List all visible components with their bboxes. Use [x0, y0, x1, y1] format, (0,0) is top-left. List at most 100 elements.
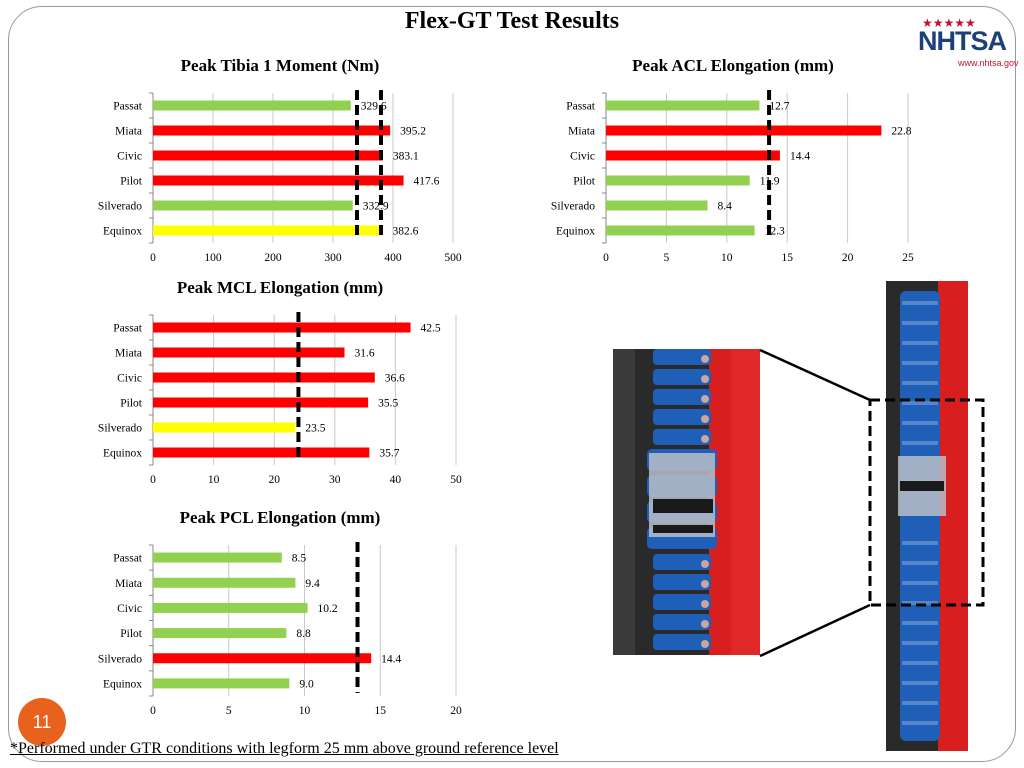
data-label: 42.5 — [421, 323, 441, 335]
slide-title: Flex-GT Test Results — [404, 8, 620, 34]
x-tick-label: 10 — [299, 705, 311, 717]
x-tick-label: 300 — [324, 252, 342, 264]
bar — [153, 422, 296, 433]
data-label: 35.5 — [378, 398, 398, 410]
data-label: 8.5 — [292, 553, 307, 565]
bar — [153, 225, 383, 236]
chart-title: Peak ACL Elongation (mm) — [632, 56, 834, 75]
data-label: 31.6 — [354, 348, 374, 360]
category-label: Passat — [566, 101, 596, 113]
chart-title: Peak MCL Elongation (mm) — [177, 278, 383, 297]
chart-title: Peak PCL Elongation (mm) — [180, 508, 381, 527]
data-label: 9.0 — [299, 678, 314, 690]
category-label: Pilot — [120, 628, 143, 640]
category-label: Silverado — [98, 653, 142, 665]
x-tick-label: 5 — [664, 252, 670, 264]
x-tick-label: 40 — [390, 474, 402, 486]
bar — [153, 552, 282, 563]
x-tick-label: 15 — [375, 705, 387, 717]
bar — [606, 200, 708, 211]
x-tick-label: 20 — [450, 705, 462, 717]
data-label: 35.7 — [379, 448, 399, 460]
bar — [153, 100, 351, 111]
bar — [153, 577, 296, 588]
bar — [606, 100, 760, 111]
x-tick-label: 0 — [603, 252, 609, 264]
x-tick-label: 10 — [208, 474, 220, 486]
data-label: 10.2 — [318, 603, 338, 615]
logo-url: www.nhtsa.gov — [958, 58, 1019, 68]
logo-stars: ★★★★★ — [922, 16, 976, 30]
category-label: Civic — [117, 603, 142, 615]
data-label: 36.6 — [385, 373, 405, 385]
data-label: 9.4 — [305, 578, 320, 590]
x-tick-label: 500 — [444, 252, 462, 264]
category-label: Miata — [115, 578, 142, 590]
legform-photo — [886, 281, 968, 751]
category-label: Silverado — [98, 201, 142, 213]
bar — [606, 225, 755, 236]
bar — [606, 150, 780, 161]
category-label: Passat — [113, 101, 143, 113]
bar — [153, 372, 375, 383]
bar — [153, 175, 404, 186]
data-label: 14.4 — [790, 151, 810, 163]
data-label: 8.4 — [717, 201, 732, 213]
data-label: 382.6 — [393, 226, 419, 238]
category-label: Miata — [568, 126, 595, 138]
x-tick-label: 0 — [150, 705, 156, 717]
category-label: Equinox — [556, 226, 595, 238]
x-tick-label: 400 — [384, 252, 402, 264]
data-label: 395.2 — [400, 126, 426, 138]
bar — [153, 602, 308, 613]
bar — [153, 653, 372, 664]
x-tick-label: 10 — [721, 252, 733, 264]
x-tick-label: 20 — [842, 252, 854, 264]
data-label: 417.6 — [414, 176, 440, 188]
bar — [606, 175, 750, 186]
bar — [606, 125, 882, 136]
bar — [153, 125, 391, 136]
footnote: *Performed under GTR conditions with leg… — [10, 740, 559, 757]
category-label: Miata — [115, 348, 142, 360]
x-tick-label: 200 — [264, 252, 282, 264]
bar — [153, 447, 370, 458]
x-tick-label: 50 — [450, 474, 462, 486]
nhtsa-logo: ★★★★★ NHTSA www.nhtsa.gov — [918, 16, 1019, 70]
category-label: Pilot — [120, 176, 143, 188]
x-tick-label: 30 — [329, 474, 341, 486]
category-label: Equinox — [103, 226, 142, 238]
category-label: Silverado — [98, 423, 142, 435]
data-label: 22.8 — [891, 126, 911, 138]
category-label: Equinox — [103, 678, 142, 690]
bar — [153, 150, 383, 161]
data-label: 23.5 — [305, 423, 325, 435]
category-label: Civic — [570, 151, 595, 163]
bar — [153, 347, 345, 358]
data-label: 383.1 — [393, 151, 419, 163]
category-label: Silverado — [551, 201, 595, 213]
x-tick-label: 100 — [204, 252, 222, 264]
x-tick-label: 20 — [268, 474, 280, 486]
x-tick-label: 5 — [226, 705, 232, 717]
x-tick-label: 15 — [781, 252, 793, 264]
x-tick-label: 0 — [150, 252, 156, 264]
bar — [153, 397, 369, 408]
page-number-badge: 11 — [18, 698, 66, 746]
data-label: 14.4 — [381, 653, 401, 665]
bar — [153, 322, 411, 333]
category-label: Civic — [117, 373, 142, 385]
data-label: 8.8 — [296, 628, 311, 640]
category-label: Civic — [117, 151, 142, 163]
chart-title: Peak Tibia 1 Moment (Nm) — [181, 56, 380, 75]
category-label: Passat — [113, 323, 143, 335]
bar — [153, 678, 290, 689]
bar — [153, 628, 287, 639]
knee-closeup-photo — [613, 349, 760, 655]
category-label: Equinox — [103, 448, 142, 460]
